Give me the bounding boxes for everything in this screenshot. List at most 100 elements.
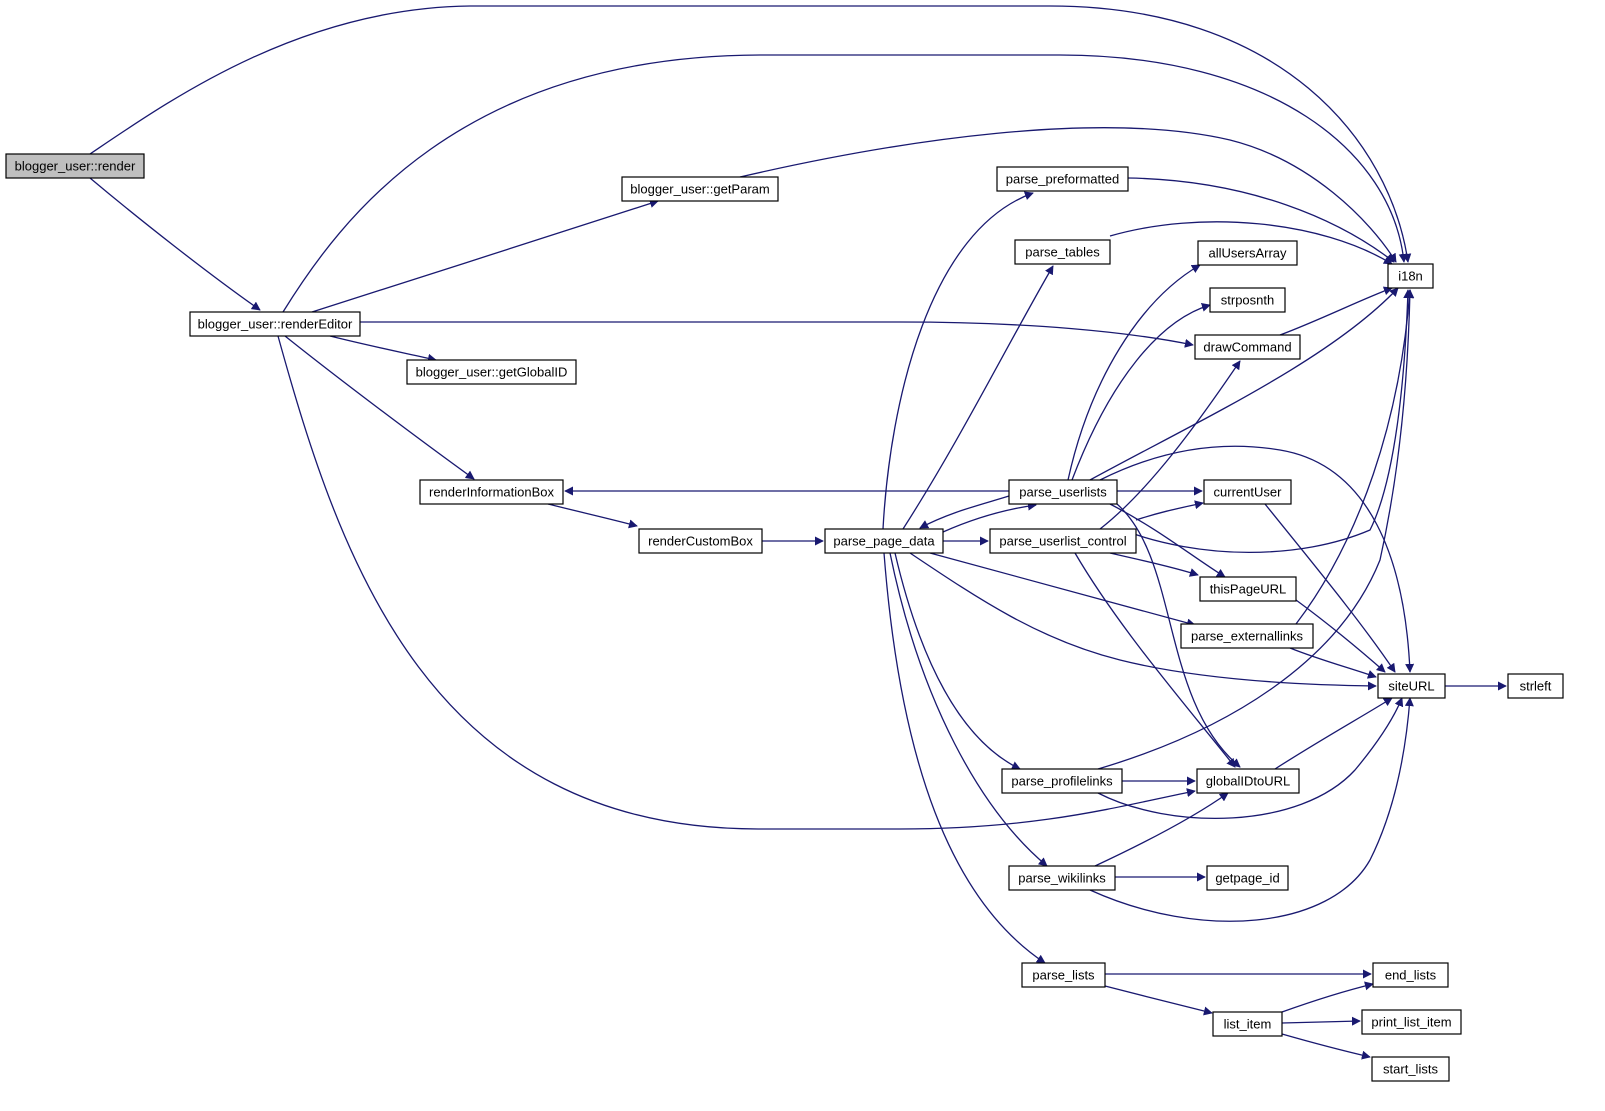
edge-parse-userlists-to-globalidtourl <box>1116 503 1241 768</box>
node-box-list-item <box>1212 1011 1283 1037</box>
edge-rendereditor-to-getglobalid <box>329 335 437 363</box>
node-box-rendereditor <box>189 311 361 337</box>
node-parse-preformatted[interactable]: parse_preformatted <box>996 166 1129 192</box>
node-label-parse-profilelinks: parse_profilelinks <box>1011 774 1113 789</box>
node-label-globalidtourl: globalIDtoURL <box>1206 774 1291 789</box>
node-box-i18n <box>1387 263 1434 289</box>
edge-parse-page-data-to-parse-wikilinks <box>889 552 1048 867</box>
node-label-siteurl: siteURL <box>1388 679 1434 694</box>
edge-parse-page-data-to-parse-preformatted <box>882 191 1034 530</box>
node-box-allusersarray <box>1197 240 1298 266</box>
node-getparam[interactable]: blogger_user::getParam <box>621 176 779 202</box>
edge-parse-lists-to-list-item <box>1104 985 1213 1016</box>
node-siteurl[interactable]: siteURL <box>1377 673 1446 699</box>
node-label-parse-tables: parse_tables <box>1025 245 1100 260</box>
node-label-strposnth: strposnth <box>1221 293 1274 308</box>
edge-parse-userlists-to-i18n <box>1089 287 1399 481</box>
edge-parse-userlists-to-strposnth <box>1071 303 1211 481</box>
node-rendercustombox[interactable]: renderCustomBox <box>638 528 763 554</box>
node-parse-page-data[interactable]: parse_page_data <box>824 528 944 554</box>
edge-render-to-i18n <box>89 5 1412 263</box>
edge-parse-wikilinks-to-globalidtourl <box>1094 792 1229 867</box>
edge-rendereditor-to-globalidtourl <box>277 335 1196 830</box>
node-label-currentuser: currentUser <box>1214 485 1283 500</box>
node-thispageurl[interactable]: thisPageURL <box>1199 576 1297 602</box>
edge-parse-page-data-to-parse-tables <box>902 265 1054 530</box>
edge-parse-tables-to-i18n <box>1109 221 1393 265</box>
edge-list-item-to-end-lists <box>1281 981 1374 1013</box>
node-label-parse-lists: parse_lists <box>1032 968 1095 983</box>
node-box-globalidtourl <box>1196 768 1300 794</box>
node-end-lists[interactable]: end_lists <box>1372 962 1449 988</box>
node-label-list-item: list_item <box>1224 1017 1272 1032</box>
node-label-allusersarray: allUsersArray <box>1208 246 1287 261</box>
node-print-list-item[interactable]: print_list_item <box>1361 1009 1462 1035</box>
node-box-print-list-item <box>1361 1009 1462 1035</box>
node-list-item[interactable]: list_item <box>1212 1011 1283 1037</box>
node-allusersarray[interactable]: allUsersArray <box>1197 240 1298 266</box>
edge-parse-userlists-to-allusersarray <box>1067 264 1201 481</box>
node-parse-userlists[interactable]: parse_userlists <box>1008 479 1118 505</box>
node-parse-lists[interactable]: parse_lists <box>1021 962 1106 988</box>
edge-parse-page-data-to-parse-userlists <box>942 501 1037 533</box>
node-parse-userlist-control[interactable]: parse_userlist_control <box>989 528 1137 554</box>
edge-rendereditor-to-renderinformationbox <box>284 335 475 480</box>
node-label-end-lists: end_lists <box>1385 968 1437 983</box>
edge-parse-page-data-to-siteurl <box>909 552 1377 691</box>
node-drawcommand[interactable]: drawCommand <box>1194 334 1301 360</box>
node-renderinformationbox[interactable]: renderInformationBox <box>419 479 564 505</box>
node-label-print-list-item: print_list_item <box>1371 1015 1451 1030</box>
node-parse-tables[interactable]: parse_tables <box>1014 239 1111 265</box>
node-label-renderinformationbox: renderInformationBox <box>429 485 555 500</box>
node-label-parse-preformatted: parse_preformatted <box>1006 172 1119 187</box>
edge-list-item-to-print-list-item <box>1281 1016 1361 1026</box>
node-label-parse-userlists: parse_userlists <box>1019 485 1107 500</box>
node-parse-externallinks[interactable]: parse_externallinks <box>1180 623 1314 649</box>
edges-layer <box>89 5 1507 1060</box>
edge-rendereditor-to-drawcommand <box>360 321 1194 348</box>
node-box-parse-externallinks <box>1180 623 1314 649</box>
node-start-lists[interactable]: start_lists <box>1371 1056 1450 1082</box>
edge-parse-userlist-control-to-currentuser <box>1135 500 1204 521</box>
node-render[interactable]: blogger_user::render <box>5 153 145 179</box>
node-box-parse-tables <box>1014 239 1111 265</box>
node-label-strleft: strleft <box>1520 679 1552 694</box>
edge-rendereditor-to-getparam <box>311 199 659 313</box>
node-label-thispageurl: thisPageURL <box>1210 582 1287 597</box>
edge-drawcommand-to-i18n <box>1279 286 1393 336</box>
node-box-rendercustombox <box>638 528 763 554</box>
edge-renderinformationbox-to-rendercustombox <box>547 503 638 529</box>
edge-parse-profilelinks-to-i18n <box>1097 289 1415 770</box>
node-strposnth[interactable]: strposnth <box>1209 287 1286 313</box>
node-rendereditor[interactable]: blogger_user::renderEditor <box>189 311 361 337</box>
node-label-getparam: blogger_user::getParam <box>630 182 769 197</box>
node-box-renderinformationbox <box>419 479 564 505</box>
node-currentuser[interactable]: currentUser <box>1203 479 1292 505</box>
node-box-currentuser <box>1203 479 1292 505</box>
node-box-end-lists <box>1372 962 1449 988</box>
edge-parse-userlist-control-to-drawcommand <box>1099 360 1241 530</box>
node-label-getpage-id: getpage_id <box>1215 871 1279 886</box>
node-box-getglobalid <box>406 359 577 385</box>
edge-getparam-to-i18n <box>739 127 1397 263</box>
node-box-parse-wikilinks <box>1008 865 1116 891</box>
edge-parse-profilelinks-to-siteurl <box>1097 697 1404 820</box>
node-box-parse-preformatted <box>996 166 1129 192</box>
node-parse-wikilinks[interactable]: parse_wikilinks <box>1008 865 1116 891</box>
node-parse-profilelinks[interactable]: parse_profilelinks <box>1001 768 1123 794</box>
edge-parse-userlist-control-to-globalidtourl <box>1074 552 1236 768</box>
edge-parse-userlist-control-to-thispageurl <box>1109 552 1199 577</box>
node-box-parse-userlists <box>1008 479 1118 505</box>
node-globalidtourl[interactable]: globalIDtoURL <box>1196 768 1300 794</box>
node-label-rendercustombox: renderCustomBox <box>648 534 753 549</box>
node-box-getparam <box>621 176 779 202</box>
node-strleft[interactable]: strleft <box>1507 673 1564 699</box>
edge-parse-page-data-to-parse-externallinks <box>929 552 1196 628</box>
node-label-render: blogger_user::render <box>15 159 136 174</box>
node-getglobalid[interactable]: blogger_user::getGlobalID <box>406 359 577 385</box>
node-getpage-id[interactable]: getpage_id <box>1206 865 1289 891</box>
node-label-i18n: i18n <box>1398 269 1423 284</box>
edge-parse-page-data-to-parse-profilelinks <box>894 552 1021 770</box>
node-i18n[interactable]: i18n <box>1387 263 1434 289</box>
